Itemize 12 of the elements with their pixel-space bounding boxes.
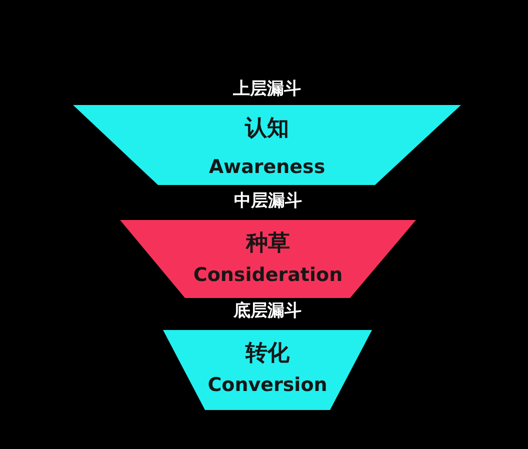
stage-heading: 中层漏斗	[233, 192, 303, 211]
stage-subtitle: Consideration	[192, 265, 344, 286]
stage-heading: 上层漏斗	[232, 80, 302, 99]
funnel-stage	[73, 80, 461, 185]
stage-title: 种草	[244, 232, 291, 256]
stage-subtitle: Awareness	[208, 157, 326, 178]
stage-heading: 底层漏斗	[232, 302, 302, 321]
funnel-stage	[120, 192, 416, 298]
stage-subtitle: Conversion	[206, 375, 328, 396]
funnel-stage	[163, 302, 372, 410]
stage-title: 转化	[244, 342, 290, 366]
stage-title: 认知	[244, 117, 290, 142]
